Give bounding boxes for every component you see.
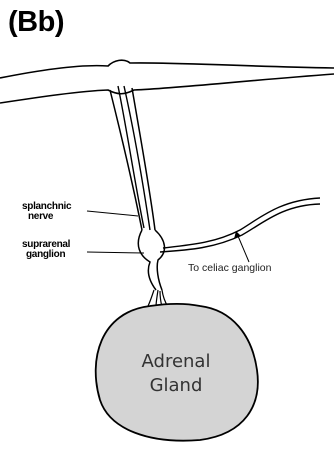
top-nerve-trunk-lower: [0, 74, 334, 103]
suprarenal-ganglion-label: suprarenal ganglion: [22, 240, 70, 260]
celiac-arrow-shaft: [238, 236, 249, 262]
nerve-branch-outer: [132, 88, 155, 230]
splanchnic-leader-line: [87, 211, 138, 216]
splanchnic-label-line2: nerve: [22, 212, 71, 222]
gland-label-line2: Gland: [116, 374, 236, 398]
splanchnic-nerve-label: splanchnic nerve: [22, 202, 71, 222]
gland-label-line1: Adrenal: [116, 350, 236, 374]
celiac-ganglion-label: To celiac ganglion: [188, 262, 271, 274]
celiac-branch-lower: [160, 204, 320, 252]
nerve-branch-left: [110, 90, 142, 230]
celiac-branch-upper: [163, 198, 320, 248]
adrenal-gland-label: Adrenal Gland: [116, 350, 236, 398]
suprarenal-ganglion: [138, 230, 164, 290]
panel-label: (Bb): [8, 6, 64, 39]
nerve-branch-inner: [118, 86, 144, 228]
suprarenal-leader-line: [87, 252, 144, 253]
suprarenal-label-line2: ganglion: [22, 250, 70, 260]
top-nerve-trunk-upper: [0, 60, 334, 78]
